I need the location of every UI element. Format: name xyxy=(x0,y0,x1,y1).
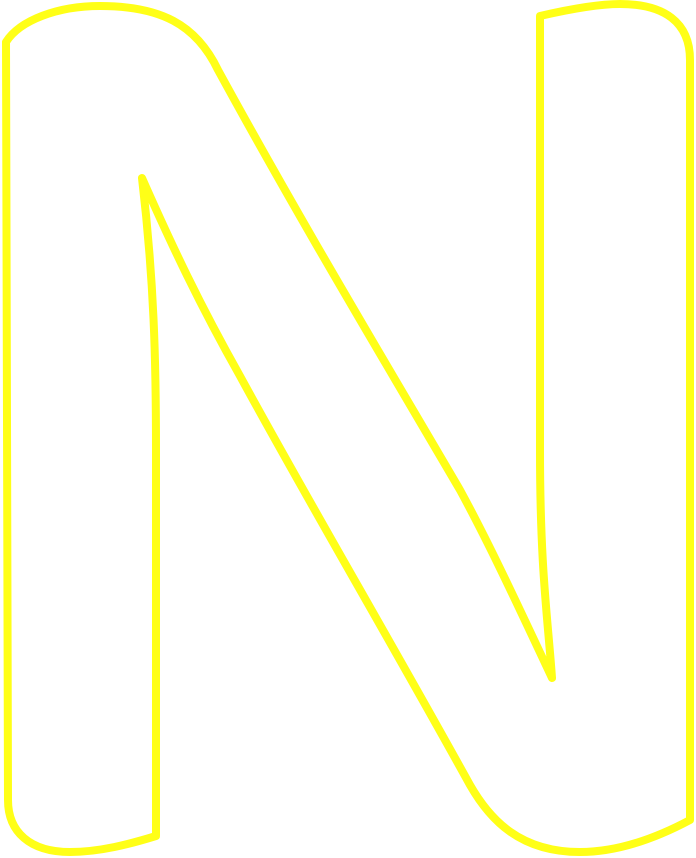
letter-canvas xyxy=(0,0,696,858)
letter-n-outline-graphic xyxy=(2,0,694,856)
letter-n-outline-path xyxy=(2,0,694,856)
